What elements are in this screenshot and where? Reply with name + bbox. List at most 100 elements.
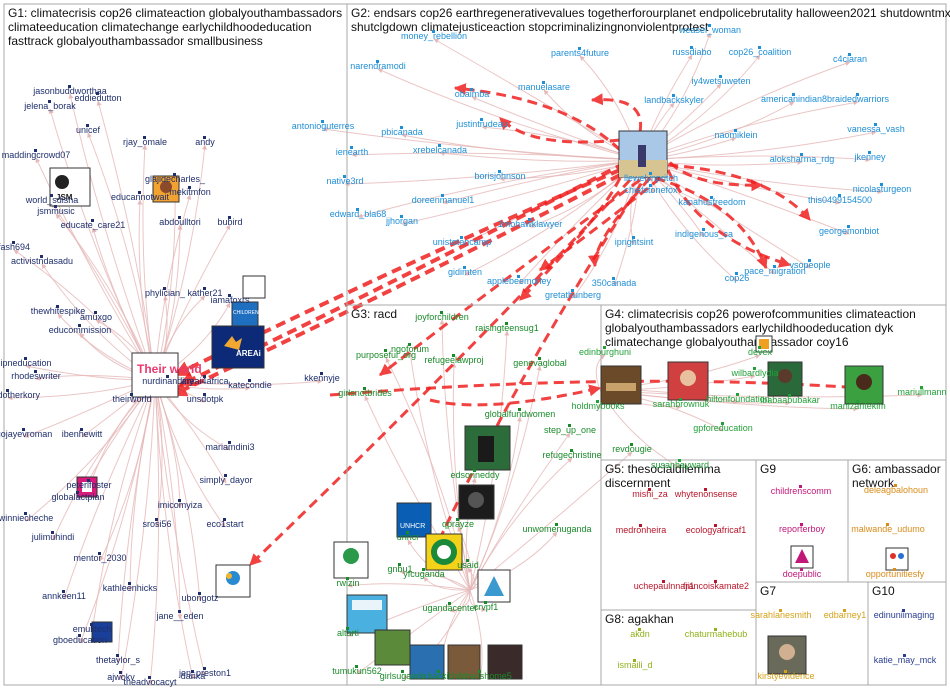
node-altarti[interactable]: altarti (337, 627, 359, 638)
holdmybooks-photo-icon[interactable] (600, 365, 642, 405)
node-ngoforum[interactable]: ngoforum (391, 343, 429, 354)
node-jsmmusic[interactable]: jsmmusic (36, 205, 75, 216)
node-hiltonfoundation[interactable]: hiltonfoundation (706, 393, 770, 404)
node-refugechristine[interactable]: refugechristine (542, 449, 602, 460)
node-opportunitiesfy[interactable]: opportunitiesfy (866, 568, 925, 579)
node-theirworld[interactable]: theirworld (112, 393, 152, 404)
rwizin-logo-icon[interactable] (333, 541, 369, 579)
node-unhcr[interactable]: unhcr (397, 531, 420, 542)
crvpf1-logo-icon[interactable] (477, 569, 511, 603)
node-mariamdini3[interactable]: mariamdini3 (205, 441, 255, 452)
node-narendramodi[interactable]: narendramodi (350, 60, 406, 71)
node-unistotencamp[interactable]: unistotencamp (433, 236, 492, 247)
node-gnbu1[interactable]: gnbu1 (387, 563, 413, 574)
node-jen_preston1[interactable]: jen_preston1 (178, 667, 231, 678)
childrenshome5-photo-icon[interactable] (487, 644, 523, 680)
node-pace_migration[interactable]: pace_migration (744, 265, 806, 276)
node-weasel_woman[interactable]: weasel_woman (678, 24, 741, 35)
node-doepublic[interactable]: doepublic (783, 568, 822, 579)
node-refugeelawproj[interactable]: refugeelawproj (424, 354, 484, 365)
node-jjhorgan[interactable]: jjhorgan (385, 215, 418, 226)
node-amuxgo[interactable]: amuxgo (80, 311, 112, 322)
node-kanahusfreedom[interactable]: kanahusfreedom (678, 196, 746, 207)
node-nicolasturgeon[interactable]: nicolasturgeon (853, 183, 912, 194)
node-whytenonsense[interactable]: whytenonsense (674, 488, 738, 499)
node-revdougie[interactable]: revdougie (612, 443, 652, 454)
node-sarahlanesmith[interactable]: sarahlanesmith (750, 609, 812, 620)
node-fash694[interactable]: fash694 (0, 241, 30, 252)
node-katecondie[interactable]: katecondie (228, 379, 272, 390)
hackil-photo-icon[interactable] (447, 644, 481, 680)
node-uchepaulnnaji1[interactable]: uchepaulnnaji1 (634, 580, 695, 591)
node-activistndasadu[interactable]: activistndasadu (11, 255, 73, 266)
node-ubongotz[interactable]: ubongotz (181, 592, 219, 603)
node-jkenney[interactable]: jkenney (853, 151, 886, 162)
node-mishi_za[interactable]: mishi_za (632, 488, 668, 499)
unhcr-logo-icon[interactable]: UNHCR (396, 502, 432, 538)
node-malwande_udumo[interactable]: malwande_udumo (851, 523, 925, 534)
node-julimuhindi[interactable]: julimuhindi (31, 531, 75, 542)
node-darika[interactable]: darika (181, 670, 206, 681)
node-susanhayward[interactable]: susanhayward (651, 459, 709, 470)
node-money_rebellion[interactable]: money_rebellion (401, 30, 467, 41)
node-areai4africa[interactable]: areai4africa (181, 375, 229, 386)
node-edsonneddy[interactable]: edsonneddy (450, 469, 500, 480)
node-unwomenuganda[interactable]: unwomenuganda (522, 523, 592, 534)
opportunitiesfy-logo-icon[interactable] (885, 547, 909, 571)
node-russdiabo[interactable]: russdiabo (672, 46, 712, 57)
jsm-logo-icon[interactable]: JSM (49, 167, 91, 207)
node-this0499154500[interactable]: this0499154500 (808, 194, 872, 205)
node-simply_dayor[interactable]: simply_dayor (199, 474, 253, 485)
node-vsopeople[interactable]: vsopeople (789, 259, 831, 270)
node-edbarney1[interactable]: edbarney1 (824, 609, 867, 620)
node-cop26[interactable]: cop26 (725, 272, 750, 283)
node-ugandacenter[interactable]: ugandacenter (422, 602, 478, 613)
node-georgemonbiot[interactable]: georgemonbiot (819, 225, 880, 236)
node-kirstyevidence[interactable]: kirstyevidence (757, 670, 815, 681)
node-ibabaabubakar[interactable]: ibabaabubakar (760, 394, 820, 405)
node-1mohawklawyer[interactable]: 1mohawklawyer (498, 218, 563, 229)
node-manizantekim[interactable]: manizantekim (830, 400, 886, 411)
node-crvpf1[interactable]: crvpf1 (474, 601, 499, 612)
node-chaturmahebub[interactable]: chaturmahebub (685, 628, 748, 639)
node-qprayze[interactable]: qprayze (442, 518, 474, 529)
node-c4ciaran[interactable]: c4ciaran (833, 53, 867, 64)
node-genevaglobal[interactable]: genevaglobal (513, 357, 567, 368)
node-annkeen11[interactable]: annkeen11 (42, 590, 86, 601)
areai-logo-icon[interactable]: AREAi (211, 325, 265, 369)
node-world_sdisha[interactable]: world_sdisha (25, 194, 79, 205)
node-ibenhewitt[interactable]: ibenhewitt (62, 428, 103, 439)
node-girlsnotbrides[interactable]: girlsnotbrides (338, 387, 392, 398)
node-iamafoxrs[interactable]: iamafoxrs (210, 294, 250, 305)
sarahbrownuk-photo-icon[interactable] (667, 361, 709, 401)
node-ajwokv[interactable]: ajwokv (107, 671, 135, 682)
node-peterlfoster[interactable]: peterlfoster (66, 479, 112, 490)
node-borisjohnson[interactable]: borisjohnson (474, 170, 526, 181)
node-naomiklein[interactable]: naomiklein (714, 129, 758, 140)
node-usaid[interactable]: usaid (457, 559, 479, 570)
node-unicef[interactable]: unicef (76, 124, 101, 135)
node-americanindian8[interactable]: americanindian8 (761, 93, 827, 104)
node-yfcuganda[interactable]: yfcuganda (403, 568, 445, 579)
node-deleagbalohoun[interactable]: deleagbalohoun (864, 484, 928, 495)
globalactplan-logo-icon[interactable] (76, 476, 98, 498)
node-unsdotpk[interactable]: unsdotpk (187, 393, 224, 404)
node-childrenscomm[interactable]: childrenscomm (771, 485, 832, 496)
node-andy[interactable]: andy (195, 136, 215, 147)
node-educate_care21[interactable]: educate_care21 (61, 219, 126, 230)
node-eddiedutton[interactable]: eddiedutton (74, 92, 122, 103)
node-edinuniimaging[interactable]: edinuniimaging (874, 609, 935, 620)
node-katie_may_mck[interactable]: katie_may_mck (874, 654, 937, 665)
node-thetaylor_s[interactable]: thetaylor_s (96, 654, 141, 665)
node-gboeducation[interactable]: gboeducation (53, 634, 107, 645)
node-antonioguterres[interactable]: antonioguterres (292, 120, 355, 131)
node-indigenous_ca[interactable]: indigenous_ca (675, 228, 733, 239)
children-logo-icon[interactable]: CHILDREN (231, 275, 266, 329)
node-edinburghuni[interactable]: edinburghuni (579, 346, 631, 357)
node-gpforeducation[interactable]: gpforeducation (693, 422, 753, 433)
educannotwait-avatar-icon[interactable] (152, 175, 180, 203)
node-rhodeswriter[interactable]: rhodeswriter (11, 370, 61, 381)
node-eco1start[interactable]: eco1start (206, 518, 244, 529)
node-holdmybooks[interactable]: holdmybooks (571, 400, 625, 411)
node-gojayevroman[interactable]: gojayevroman (0, 428, 52, 439)
